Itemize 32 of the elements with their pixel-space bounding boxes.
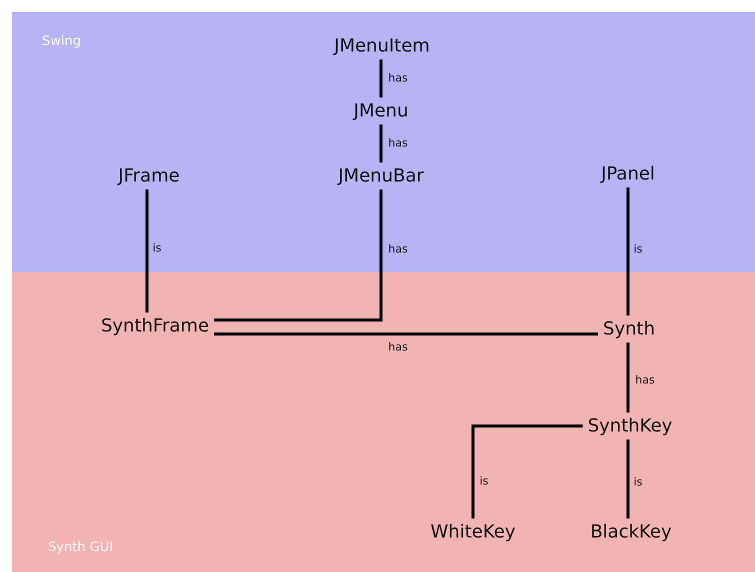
class-name: WhiteKey — [428, 520, 518, 544]
connector-line — [380, 124, 382, 162]
edge-label: is — [632, 476, 644, 488]
connector-line — [214, 190, 382, 322]
edge-label: has — [387, 340, 409, 354]
class-name: SynthKey — [584, 414, 676, 438]
connector-line — [626, 188, 630, 316]
connector-line — [626, 440, 630, 518]
group-band — [12, 272, 755, 572]
connector-line — [472, 424, 583, 518]
class-name: JMenu — [350, 100, 412, 122]
connector-line — [380, 60, 382, 98]
class-name: SynthFrame — [98, 314, 212, 338]
band-title: Swing — [42, 34, 81, 49]
edge-label: has — [387, 136, 409, 150]
class-name: JFrame — [115, 164, 183, 188]
class-name: BlackKey — [587, 520, 675, 544]
class-name: Synth — [600, 318, 658, 340]
edge-label: is — [152, 242, 162, 254]
class-name: JMenuItem — [331, 34, 433, 58]
edge-label: is — [478, 474, 490, 488]
group-band — [12, 12, 755, 272]
connector-line — [214, 332, 598, 336]
band-title: Synth GUI — [48, 540, 114, 555]
connector-line — [626, 342, 630, 412]
edge-label: has — [387, 72, 409, 84]
edge-label: has — [387, 242, 409, 256]
edge-label: is — [632, 242, 644, 256]
class-name: JMenuBar — [335, 164, 427, 188]
edge-label: has — [634, 374, 656, 386]
connector-line — [146, 190, 148, 312]
class-name: JPanel — [598, 162, 658, 186]
